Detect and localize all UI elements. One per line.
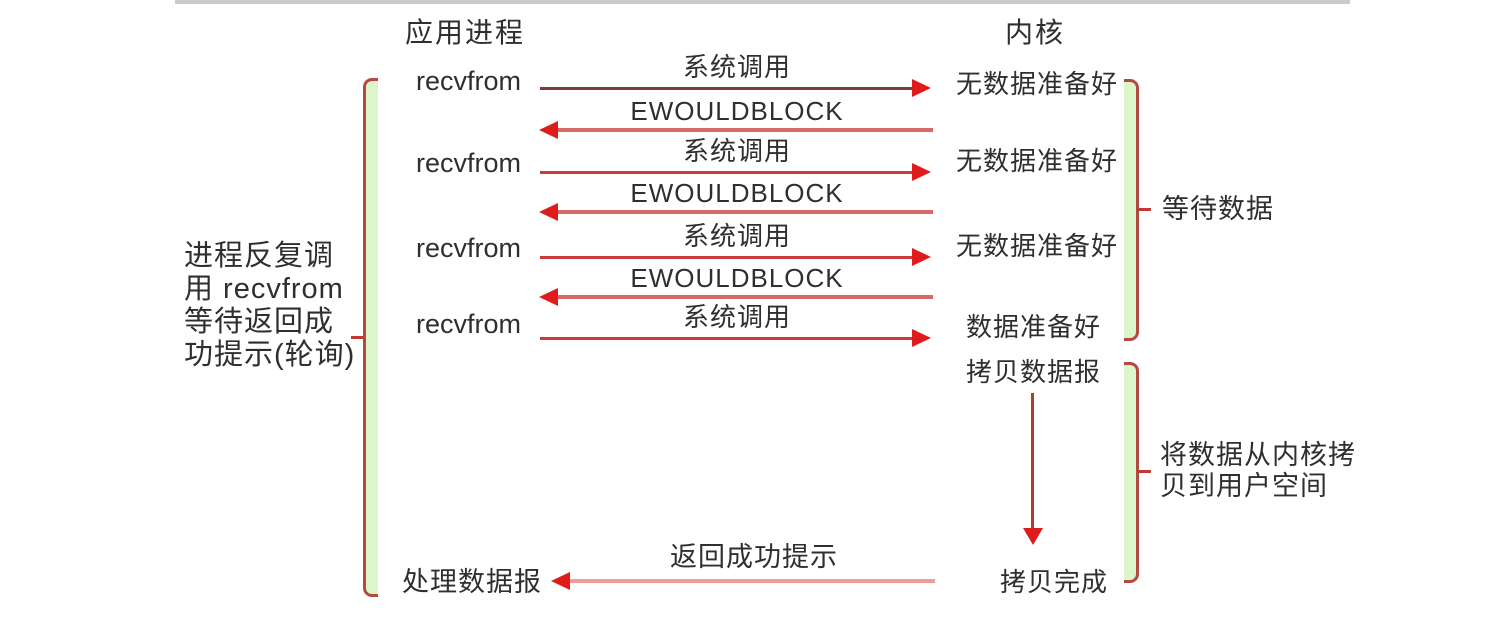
syscall-arrow-4: [540, 337, 915, 340]
return-success-label: 返回成功提示: [670, 542, 838, 572]
no-data-ready-label-2: 无数据准备好: [956, 146, 1119, 176]
ewouldblock-label-3: EWOULDBLOCK: [630, 263, 844, 293]
syscall-label-3: 系统调用: [682, 221, 791, 251]
polling-note-line1: 进程反复调: [184, 240, 335, 272]
syscall-label-2: 系统调用: [682, 136, 791, 166]
recvfrom-label-3: recvfrom: [416, 233, 522, 263]
copy-arrow: [1031, 393, 1034, 530]
ewouldblock-arrowhead-1: [539, 121, 558, 139]
copy-datagram-label: 拷贝数据报: [966, 357, 1102, 387]
copy-data-annotation-line2: 贝到用户空间: [1160, 471, 1328, 501]
header-application-process: 应用进程: [405, 17, 526, 48]
top-border-line: [175, 0, 1350, 4]
recvfrom-label-2: recvfrom: [416, 148, 522, 178]
no-data-ready-label-3: 无数据准备好: [956, 231, 1119, 261]
polling-note-line3: 等待返回成: [184, 306, 335, 338]
syscall-arrow-2: [540, 171, 915, 174]
ewouldblock-label-1: EWOULDBLOCK: [630, 96, 844, 126]
ewouldblock-label-2: EWOULDBLOCK: [630, 178, 844, 208]
return-success-arrow: [568, 579, 935, 583]
ewouldblock-arrowhead-3: [539, 288, 558, 306]
wait-data-bracket-tick: [1137, 208, 1151, 211]
syscall-arrow-3: [540, 256, 915, 259]
polling-note-line4: 功提示(轮询): [184, 339, 356, 371]
copy-complete-label: 拷贝完成: [1000, 567, 1109, 597]
ewouldblock-arrowhead-2: [539, 203, 558, 221]
syscall-arrow-1: [540, 87, 915, 90]
ewouldblock-arrow-1: [557, 128, 933, 132]
syscall-arrowhead-1: [912, 79, 931, 97]
data-ready-label: 数据准备好: [966, 312, 1102, 342]
polling-note-line2: 用 recvfrom: [184, 273, 344, 305]
ewouldblock-arrow-2: [557, 210, 933, 214]
syscall-arrowhead-2: [912, 163, 931, 181]
syscall-arrowhead-3: [912, 248, 931, 266]
left-bracket-tick: [351, 336, 363, 339]
copy-data-annotation: 将数据从内核拷 贝到用户空间: [1160, 440, 1356, 502]
copy-arrowhead: [1023, 528, 1043, 545]
recvfrom-label-1: recvfrom: [416, 66, 522, 96]
copy-data-annotation-line1: 将数据从内核拷: [1160, 440, 1356, 470]
wait-data-annotation: 等待数据: [1162, 194, 1274, 224]
syscall-label-1: 系统调用: [682, 52, 791, 82]
syscall-arrowhead-4: [912, 329, 931, 347]
recvfrom-label-4: recvfrom: [416, 309, 522, 339]
process-datagram-label: 处理数据报: [402, 567, 542, 597]
polling-note: 进程反复调 用 recvfrom 等待返回成 功提示(轮询): [184, 240, 355, 372]
copy-data-bracket-tick: [1137, 470, 1151, 473]
no-data-ready-label-1: 无数据准备好: [956, 69, 1119, 99]
return-success-arrowhead: [551, 572, 570, 590]
left-bracket: [363, 78, 378, 597]
ewouldblock-arrow-3: [557, 295, 933, 299]
header-kernel: 内核: [1005, 17, 1066, 48]
syscall-label-4: 系统调用: [682, 302, 791, 332]
